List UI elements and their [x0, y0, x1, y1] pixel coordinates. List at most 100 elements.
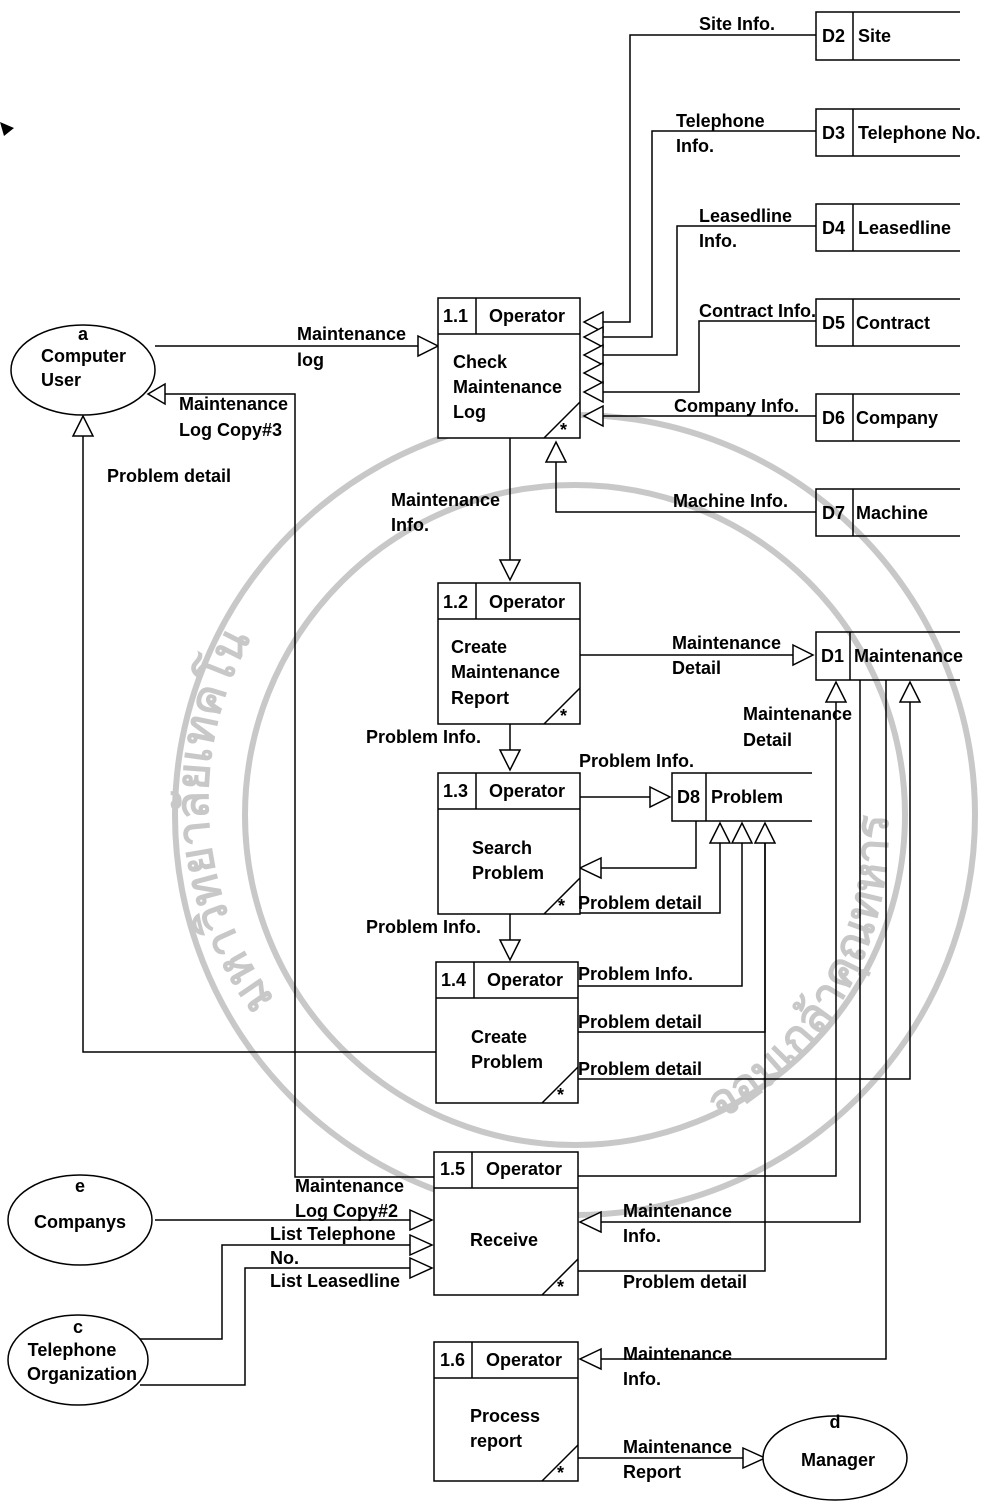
flow-label-maintenance-detail-d1: Detail [672, 658, 721, 678]
store-d4-leasedline: D4 Leasedline [815, 203, 960, 252]
flow-label-site-info: Site Info. [699, 14, 775, 34]
entity-id: d [830, 1412, 841, 1432]
store-name: Contract [856, 313, 930, 333]
flow-arrowheads [71, 310, 922, 1470]
process-id: 1.5 [440, 1159, 465, 1179]
arrowhead-to-manager [742, 1446, 767, 1470]
store-id: D5 [822, 313, 845, 333]
flow-label-list-telephone: List Telephone [270, 1224, 396, 1244]
flow-label-maintenance-log: log [297, 350, 324, 370]
entity-id: e [75, 1176, 85, 1196]
store-id: D6 [822, 408, 845, 428]
store-id: D2 [822, 26, 845, 46]
process-corner-symbol: * [557, 1277, 564, 1297]
process-label-line: Search [472, 838, 532, 858]
store-d6-company: D6 Company [815, 393, 960, 442]
process-actor: Operator [489, 592, 565, 612]
process-label-line: Report [451, 688, 509, 708]
process-1-2: 1.2 Operator Create Maintenance Report * [437, 582, 581, 726]
flow-label-list-leasedline: List Leasedline [270, 1271, 400, 1291]
process-actor: Operator [489, 306, 565, 326]
entity-label-line: Companys [34, 1212, 126, 1232]
entity-label-line: Telephone [28, 1340, 117, 1360]
store-id: D3 [822, 123, 845, 143]
arrowhead-d1-b [898, 680, 922, 703]
store-d5-contract: D5 Contract [815, 298, 960, 347]
flow-label-log-copy2: Log Copy#2 [295, 1201, 398, 1221]
process-id: 1.1 [443, 306, 468, 326]
flow-label-maintenance-detail-d1: Maintenance [672, 633, 781, 653]
process-actor: Operator [489, 781, 565, 801]
process-corner-symbol: * [557, 1463, 564, 1483]
flow-label-company-info: Company Info. [674, 396, 799, 416]
flow-label-log-copy2: Maintenance [295, 1176, 404, 1196]
store-id: D8 [677, 787, 700, 807]
flow-label-contract-info: Contract Info. [699, 301, 816, 321]
arrowhead-contract-info-b [582, 380, 604, 404]
arrowhead-companys [409, 1208, 434, 1232]
flow-label-maintenance-info-12: Maintenance [391, 490, 500, 510]
arrowhead-to-p16 [578, 1347, 602, 1371]
arrowhead-to-p15 [578, 1210, 602, 1234]
process-corner-symbol: * [560, 706, 567, 726]
process-1-6: 1.6 Operator Process report * [433, 1341, 579, 1483]
process-id: 1.4 [441, 970, 466, 990]
flow-label-problem-detail-user: Problem detail [107, 466, 231, 486]
entity-computer-user: a Computer User [10, 324, 156, 416]
flow-label-telephone-info: Telephone [676, 111, 765, 131]
arrowhead-leasedline-info [582, 343, 604, 367]
arrowhead-site-info [582, 310, 604, 334]
process-actor: Operator [486, 1159, 562, 1179]
flow-label-maintenance-report: Report [623, 1462, 681, 1482]
watermark-text-right: จอมเกล้าคุณทหาร [698, 814, 898, 1129]
entity-label-line: Manager [801, 1450, 875, 1470]
store-d8-problem: D8 Problem [671, 772, 812, 822]
store-id: D7 [822, 503, 845, 523]
process-label-line: report [470, 1431, 522, 1451]
entity-manager: d Manager [762, 1412, 908, 1501]
process-actor: Operator [486, 1350, 562, 1370]
flow-label-leasedline-info: Info. [699, 231, 737, 251]
flow-label-telephone-info: Info. [676, 136, 714, 156]
store-name: Leasedline [858, 218, 951, 238]
flow-label-maintenance-report: Maintenance [623, 1437, 732, 1457]
store-name: Maintenance [854, 646, 963, 666]
flow-label-problem-info-12-13: Problem Info. [366, 727, 481, 747]
process-label-line: Problem [471, 1052, 543, 1072]
process-label-line: Create [451, 637, 507, 657]
arrowhead-company-info [582, 404, 604, 428]
flow-label-problem-detail-d8-13: Problem detail [578, 893, 702, 913]
entity-id: a [78, 324, 89, 344]
process-id: 1.2 [443, 592, 468, 612]
flow-label-machine-info: Machine Info. [673, 491, 788, 511]
store-d3-telephone: D3 Telephone No. [815, 108, 981, 157]
arrowhead-to-p13-from-d8 [578, 856, 602, 880]
process-label-line: Maintenance [451, 662, 560, 682]
flow-label-maintenance-info-15: Maintenance [623, 1201, 732, 1221]
store-name: Telephone No. [858, 123, 981, 143]
process-label-line: Check [453, 352, 508, 372]
process-label-line: Problem [472, 863, 544, 883]
flow-label-problem-info-13-d8: Problem Info. [579, 751, 694, 771]
entity-label-line: Computer [41, 346, 126, 366]
process-label-line: Maintenance [453, 377, 562, 397]
flow-label-maintenance-info-12: Info. [391, 515, 429, 535]
flow-label-log-copy3: Maintenance [179, 394, 288, 414]
arrowhead-to-user-copy3 [146, 382, 166, 406]
arrowhead-contract-info-a [582, 361, 604, 385]
flow-labels: Site Info. Telephone Info. Leasedline In… [107, 14, 852, 1482]
arrowhead-d1-a [824, 680, 848, 703]
flow-label-list-telephone: No. [270, 1248, 299, 1268]
entity-companys: e Companys [7, 1174, 153, 1266]
entity-label-line: User [41, 370, 81, 390]
arrowhead-machine-info [544, 440, 568, 463]
flow-label-maintenance-info-16: Maintenance [623, 1344, 732, 1364]
flow-label-maintenance-detail-14: Maintenance [743, 704, 852, 724]
flow-label-maintenance-log: Maintenance [297, 324, 406, 344]
entity-label-line: Organization [27, 1364, 137, 1384]
arrowhead-d8-a [708, 821, 732, 844]
arrowhead-to-p11-log [417, 334, 440, 358]
flow-lines [82, 34, 911, 1459]
flow-label-maintenance-detail-14: Detail [743, 730, 792, 750]
flow-label-maintenance-info-15: Info. [623, 1226, 661, 1246]
